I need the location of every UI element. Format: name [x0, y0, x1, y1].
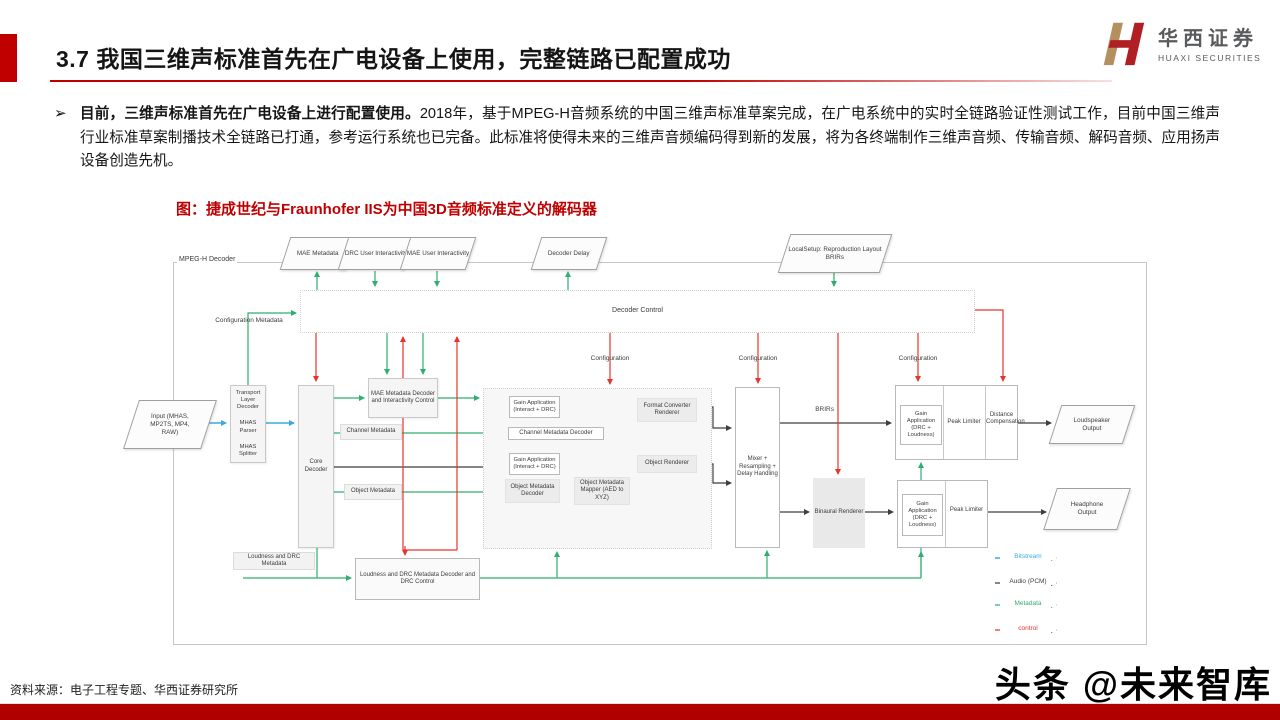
logo-text: 华西证券 HUAXI SECURITIES: [1158, 22, 1261, 63]
source-line: 资料来源：电子工程专题、华西证券研究所: [10, 683, 239, 697]
node-binaural-renderer: Binaural Renderer: [813, 478, 865, 548]
io-loudspeaker-output: Loudspeaker Output: [1048, 405, 1136, 444]
configuration-metadata-label: Configuration Metadata: [215, 317, 283, 324]
node-format-converter-renderer: Format Converter Renderer: [637, 398, 697, 422]
legend-bitstream: Bitstream: [1000, 553, 1056, 560]
company-logo: 华西证券 HUAXI SECURITIES: [1096, 16, 1261, 68]
node-core-decoder: Core Decoder: [298, 385, 334, 548]
io-mae-user-interactivity: MAE User Interactivity: [399, 237, 477, 270]
body-lead: 目前，三维声标准首先在广电设备上进行配置使用。: [80, 106, 420, 122]
node-gain-application-interact-2: Gain Application (Interact + DRC): [509, 453, 560, 475]
logo-cn: 华西证券: [1158, 27, 1258, 50]
node-peak-limiter-2: Peak Limiter: [949, 507, 984, 513]
brirs-label: BRIRs: [815, 406, 834, 413]
decoder-control-box: Decoder Control: [300, 290, 975, 333]
node-distance-compensation: Distance Compensation: [986, 412, 1025, 426]
node-transport-layer-decoder: Transport Layer Decoder MHAS Parser MHAS…: [230, 385, 266, 463]
node-object-renderer: Object Renderer: [637, 455, 697, 473]
node-gain-application-drc-2: Gain Application (DRC + Loudness): [902, 494, 943, 536]
node-mae-metadata-decoder: MAE Metadata Decoder and Interactivity C…: [368, 378, 438, 418]
node-gain-application-drc-1: Gain Application (DRC + Loudness): [900, 405, 942, 445]
mpegh-decoder-border: [173, 262, 1147, 645]
node-gain-application-interact-1: Gain Application (Interact + DRC): [509, 396, 560, 418]
body-text: 2018年，基于MPEG-H音频系统的中国三维声标准草案完成，在广电系统中的实时…: [80, 106, 1220, 170]
bottom-bar: [0, 703, 1280, 720]
object-metadata-label: Object Metadata: [344, 484, 402, 500]
io-decoder-delay: Decoder Delay: [530, 237, 608, 270]
io-headphone-output: Headphone Output: [1043, 488, 1131, 530]
figure-caption: 图：捷成世纪与Fraunhofer IIS为中国3D音频标准定义的解码器: [176, 201, 597, 218]
configuration-label-1: Configuration: [590, 355, 630, 362]
accent-block: [0, 34, 17, 82]
huaxi-monogram-icon: [1103, 22, 1145, 66]
watermark: 头条 @未来智库: [994, 664, 1272, 705]
legend-control: control: [1000, 625, 1056, 632]
bullet-icon: ➢: [54, 105, 67, 122]
legend-audio-pcm: Audio (PCM): [1000, 578, 1056, 585]
title-underline: [50, 80, 1112, 82]
node-mixer: Mixer + Resampling + Delay Handling: [735, 387, 780, 548]
chain-divider: [985, 386, 986, 459]
node-channel-metadata-decoder: Channel Metadata Decoder: [508, 427, 604, 440]
node-input: Input (MHAS, MP2TS, MP4, RAW): [123, 400, 217, 449]
diagram-canvas: MPEG-H Decoder MAE Metadata DRC User Int…: [123, 234, 1160, 650]
node-object-metadata-decoder: Object Metadata Decoder: [505, 479, 560, 503]
node-object-metadata-mapper: Object Metadata Mapper (AED to XYZ): [574, 477, 630, 505]
control-edges: [313, 309, 1006, 556]
node-loudness-drc-decoder: Loudness and DRC Metadata Decoder and DR…: [355, 558, 480, 600]
mpegh-decoder-label: MPEG-H Decoder: [177, 256, 238, 263]
body-paragraph: 目前，三维声标准首先在广电设备上进行配置使用。2018年，基于MPEG-H音频系…: [80, 103, 1220, 174]
page-title: 3.7 我国三维声标准首先在广电设备上使用，完整链路已配置成功: [56, 46, 731, 72]
configuration-label-3: Configuration: [898, 355, 938, 362]
io-local-setup: LocalSetup: Reproduction Layout BRIRs: [777, 234, 893, 273]
chain-divider: [945, 481, 946, 547]
logo-en: HUAXI SECURITIES: [1158, 52, 1262, 63]
chain-divider: [943, 386, 944, 459]
configuration-label-2: Configuration: [738, 355, 778, 362]
legend-metadata: Metadata: [1000, 600, 1056, 607]
channel-metadata-label: Channel Metadata: [340, 424, 402, 440]
node-peak-limiter-1: Peak Limiter: [947, 419, 981, 425]
loudness-drc-metadata-label: Loudness and DRC Metadata: [233, 552, 315, 570]
